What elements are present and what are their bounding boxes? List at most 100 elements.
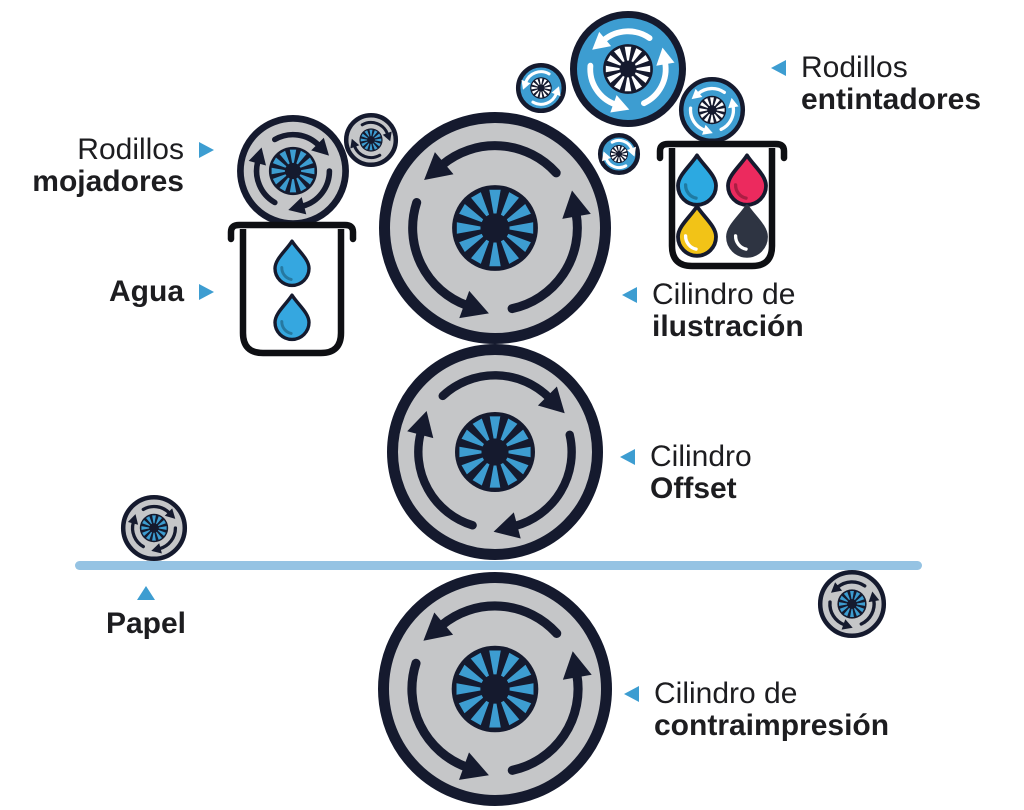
arrow-right-shape — [199, 284, 214, 300]
label-rodillos-entintadores: Rodillos entintadores — [767, 52, 981, 116]
hub-spoke — [158, 526, 167, 530]
hub-spoke — [271, 167, 285, 175]
hub-spoke — [456, 222, 481, 234]
dark_ink-drop — [726, 204, 768, 258]
rodillo-entintador-grande — [570, 11, 686, 127]
rotation-arrowhead — [602, 151, 611, 162]
hub-spoke — [500, 192, 519, 217]
rotation-arrow — [253, 158, 278, 206]
hub-spoke — [617, 157, 621, 162]
hub-spoke — [710, 97, 714, 106]
hub-spoke — [289, 179, 297, 193]
hub-spoke — [296, 150, 307, 165]
roller-hub — [451, 645, 539, 733]
hub-spoke — [146, 516, 152, 525]
rodillo-mojador-grande — [237, 115, 349, 227]
drop-highlight — [733, 183, 748, 200]
rotation-arrow — [272, 131, 322, 149]
drop-shape — [273, 293, 311, 342]
label-text-bold: Papel — [105, 607, 187, 640]
hub-spoke — [501, 652, 520, 678]
label-text-bold: mojadores — [32, 165, 184, 198]
hub-spoke — [506, 695, 532, 714]
hub-spoke — [461, 457, 484, 475]
drop-highlight — [280, 320, 293, 335]
hub-spoke — [489, 465, 501, 488]
hub-spoke — [374, 141, 381, 147]
arrow-up-shape — [137, 586, 155, 600]
hub-spoke — [715, 102, 724, 108]
hub-spoke — [142, 520, 151, 526]
rotation-arrow — [141, 504, 171, 515]
hub-spoke — [461, 429, 484, 447]
arrow-up-icon — [137, 586, 155, 600]
hub-spoke — [704, 98, 710, 107]
rotation-arrow — [438, 371, 554, 402]
hub-spoke — [839, 595, 848, 602]
hub-spoke — [506, 429, 529, 447]
rotation-arrowhead — [311, 137, 329, 156]
rotation-arrowhead — [350, 138, 360, 149]
rodillo-mojador-pequeno — [343, 112, 399, 168]
yellow-drop — [676, 204, 718, 258]
arrow-left-shape — [620, 449, 635, 465]
arrow-right-icon — [199, 142, 214, 158]
hub-spoke — [500, 463, 518, 486]
rotation-arrowhead — [151, 543, 162, 554]
rotation-arrow — [130, 520, 145, 549]
hub-spoke — [489, 650, 501, 675]
label-text: Cilindro — [650, 440, 752, 473]
rotation-arrowhead — [164, 508, 176, 519]
hub-spoke — [301, 167, 315, 175]
rotation-arrow — [507, 670, 583, 775]
cilindro-offset — [387, 344, 603, 560]
hub-spoke — [621, 148, 627, 153]
rodillo-papel-izquierdo — [120, 494, 188, 562]
hub-spoke — [704, 113, 710, 122]
rotation-arrowhead — [728, 97, 739, 109]
hub-spoke — [509, 222, 534, 234]
label-rodillos-mojadores: Rodillos mojadores — [32, 134, 218, 198]
water-beaker — [227, 221, 357, 357]
hub-spoke — [509, 683, 534, 695]
cilindro-de-contraimpresion — [378, 572, 612, 806]
hub-spoke — [374, 133, 381, 139]
arrow-left-icon — [624, 686, 639, 702]
label-papel: Papel — [85, 582, 207, 640]
hub-spoke — [839, 602, 848, 606]
roller-hub — [610, 145, 628, 163]
rotation-arrow — [828, 600, 847, 627]
hub-spoke — [614, 48, 625, 63]
rotation-arrowhead — [459, 290, 489, 319]
rotation-arrowhead — [562, 651, 592, 680]
hub-spoke — [156, 531, 162, 540]
hub-spoke — [272, 157, 287, 168]
hub-spoke — [716, 108, 725, 112]
rotation-arrow — [510, 430, 576, 531]
rotation-arrowhead — [831, 582, 843, 593]
rotation-arrowhead — [627, 146, 636, 157]
hub-spoke — [535, 91, 540, 97]
hub-spoke — [605, 65, 620, 73]
hub-spoke — [636, 65, 651, 73]
beaker-rim — [656, 140, 788, 162]
rotation-arrow — [524, 70, 551, 84]
hub-spoke — [624, 46, 632, 61]
arrow-right-icon — [199, 284, 214, 300]
hub-spoke — [470, 652, 489, 678]
rotation-arrow — [641, 59, 669, 107]
cilindro-de-ilustracion — [379, 112, 611, 344]
arrow-left-icon — [771, 60, 786, 76]
hub-spoke — [506, 204, 531, 223]
rotation-arrowhead — [551, 86, 561, 97]
label-cilindro-contraimpresion: Cilindro de contraimpresión — [620, 678, 889, 742]
rotation-arrowhead — [656, 47, 675, 66]
hub-spoke — [459, 204, 484, 223]
rotation-arrowhead — [127, 514, 139, 525]
hub-spoke — [369, 129, 373, 137]
arrow-left-shape — [624, 686, 639, 702]
hub-spoke — [489, 416, 501, 439]
hub-spoke — [500, 418, 518, 441]
